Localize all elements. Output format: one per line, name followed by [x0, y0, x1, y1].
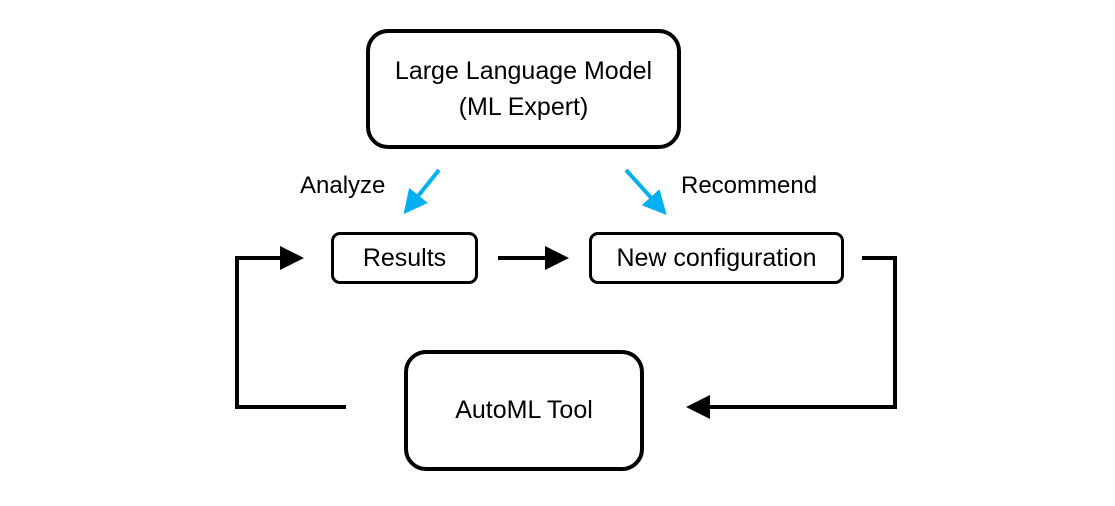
analyze-label: Analyze: [300, 172, 386, 199]
recommend-label: Recommend: [681, 172, 818, 199]
llm-node-title: Large Language Model: [394, 57, 653, 85]
recommend-arrow: [624, 168, 667, 215]
llm-node-subtitle: (ML Expert): [458, 93, 589, 121]
new-configuration-node-label: New configuration: [616, 243, 817, 272]
llm-node: Large Language Model (ML Expert): [366, 29, 681, 149]
new-configuration-node: New configuration: [589, 232, 844, 284]
automl-tool-node: AutoML Tool: [404, 350, 644, 471]
config-to-automl-arrow: [686, 256, 897, 419]
results-node-label: Results: [362, 243, 447, 272]
automl-tool-node-label: AutoML Tool: [455, 396, 593, 424]
automl-to-results-arrow: [235, 246, 346, 409]
results-node: Results: [331, 232, 478, 284]
analyze-arrow: [403, 168, 441, 215]
